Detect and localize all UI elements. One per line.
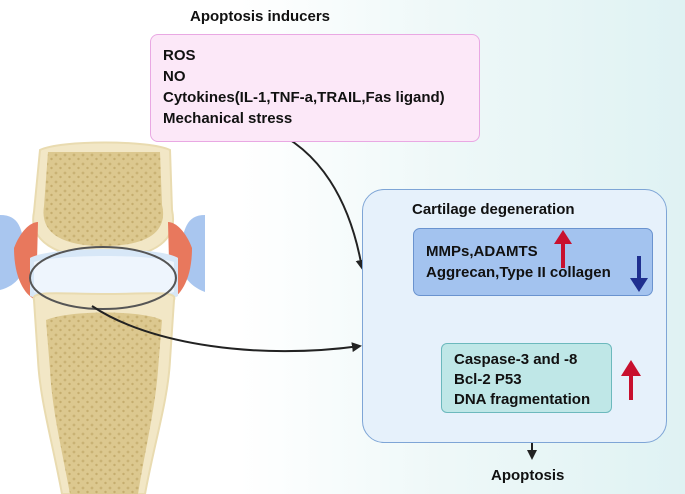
apoptosis-marker-item: Caspase-3 and -8 <box>454 351 578 368</box>
inducers-box: ROS NO Cytokines(IL-1,TNF-a,TRAIL,Fas li… <box>150 34 480 142</box>
up-arrow-icon <box>621 360 641 400</box>
marker-item: MMPs,ADAMTS <box>426 243 538 260</box>
apoptosis-marker-box: Caspase-3 and -8 Bcl-2 P53 DNA fragmenta… <box>441 343 612 413</box>
apoptosis-label: Apoptosis <box>491 467 565 484</box>
apoptosis-marker-item: Bcl-2 P53 <box>454 371 522 388</box>
inducer-item: NO <box>163 68 186 85</box>
inducers-title: Apoptosis inducers <box>190 8 331 25</box>
inducer-item: ROS <box>163 47 196 64</box>
marker-box: MMPs,ADAMTS Aggrecan,Type II collagen <box>413 228 653 296</box>
cartilage-title: Cartilage degeneration <box>412 201 575 218</box>
joint-to-panel-arrow <box>91 305 362 353</box>
up-arrow-icon <box>554 230 572 268</box>
apoptosis-marker-item: DNA fragmentation <box>454 391 591 408</box>
inducer-item: Cytokines(IL-1,TNF-a,TRAIL,Fas ligand) <box>163 89 445 106</box>
down-arrow-icon <box>630 256 648 292</box>
inducer-item: Mechanical stress <box>163 110 293 127</box>
marker-item: Aggrecan,Type II collagen <box>426 264 611 281</box>
